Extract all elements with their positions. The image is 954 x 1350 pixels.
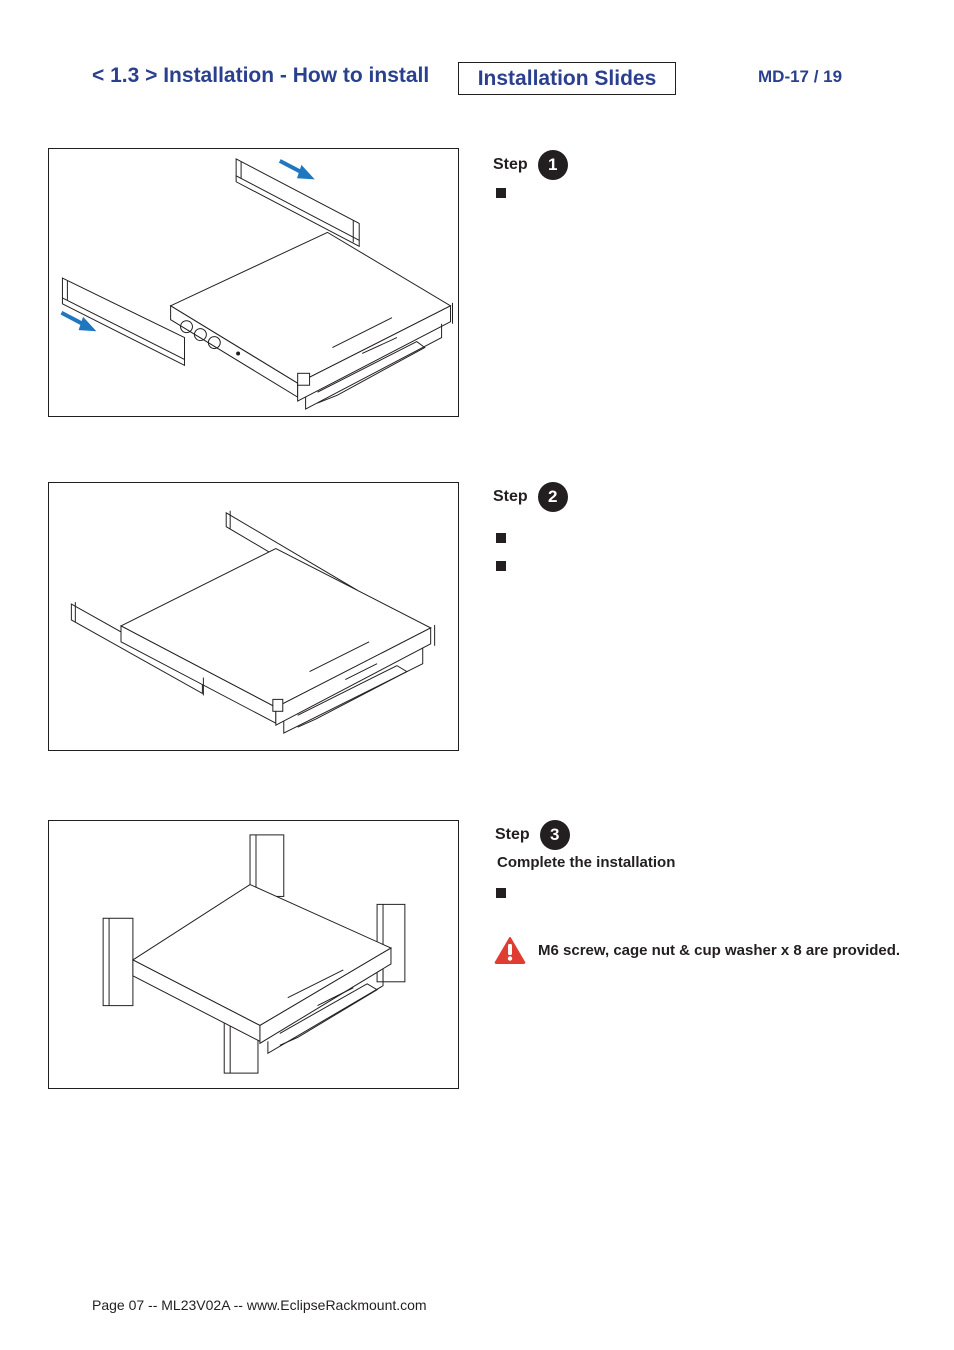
bullet-square-icon	[496, 188, 506, 198]
step-2-illustration	[48, 482, 459, 751]
warning-text: M6 screw, cage nut & cup washer x 8 are …	[538, 941, 901, 959]
page-footer: Page 07 -- ML23V02A -- www.EclipseRackmo…	[92, 1297, 427, 1313]
step-3-label: Step 3	[495, 820, 570, 850]
boxed-title: Installation Slides	[458, 62, 676, 95]
bullet-square-icon	[496, 533, 506, 543]
warning-note: M6 screw, cage nut & cup washer x 8 are …	[494, 936, 900, 964]
bullet-square-icon	[496, 888, 506, 898]
step-3-number: 3	[539, 820, 570, 850]
step-3-word: Step	[495, 826, 530, 843]
bullet-square-icon	[496, 561, 506, 571]
step-1-word: Step	[493, 156, 528, 173]
step-3-illustration	[48, 820, 459, 1089]
step-2-number: 2	[537, 482, 568, 512]
step-1-number: 1	[537, 150, 568, 180]
step-2-word: Step	[493, 488, 528, 505]
step-3-subtitle: Complete the installation	[497, 854, 676, 871]
step-2-label: Step 2	[493, 482, 568, 512]
step-1-illustration	[48, 148, 459, 417]
warning-icon	[494, 937, 526, 964]
step-1-label: Step 1	[493, 150, 568, 180]
section-title: < 1.3 > Installation - How to install	[92, 64, 430, 87]
page-code: MD-17 / 19	[758, 67, 843, 86]
